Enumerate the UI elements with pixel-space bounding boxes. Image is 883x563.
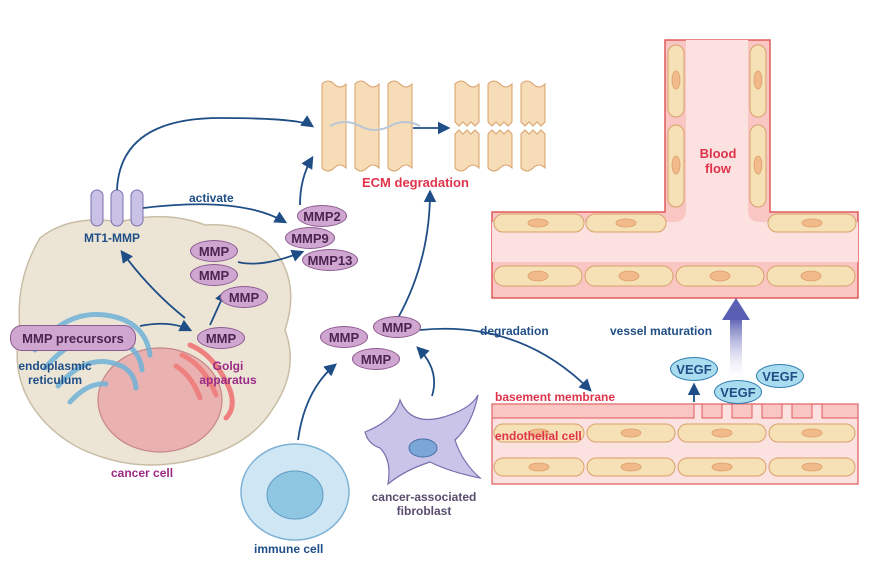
arrow-to-mt1 (120, 249, 186, 319)
mmp9-pill: MMP9 (285, 227, 335, 249)
endothelium-lower (491, 403, 859, 485)
golgi-apparatus-label: Golgi apparatus (188, 359, 268, 388)
arrow-caf-to-mmp (416, 346, 436, 397)
golgi-mmp-pill-d: MMP (197, 327, 245, 349)
cancer-cell-label: cancer cell (111, 466, 174, 480)
blood-flow-label: Blood flow (690, 146, 746, 177)
activate-label: activate (189, 191, 234, 205)
ecm-intact (321, 80, 413, 172)
arrow-mmp-to-ecm-deg (397, 189, 437, 319)
mt1-mmp-label: MT1-MMP (84, 231, 140, 245)
vegf-b: VEGF (714, 380, 762, 404)
caf-label: cancer-associated fibroblast (362, 490, 486, 519)
er-line2: reticulum (27, 372, 82, 387)
golgi-mmp-pill-b: MMP (190, 264, 238, 286)
secreted-mmp-pill-b: MMP (373, 316, 421, 338)
blood-vessel (491, 39, 859, 299)
degradation-label: degradation (480, 324, 549, 338)
arrow-mmp-to-ecm (299, 155, 314, 206)
endoplasmic-reticulum-label: endoplasmic reticulum (10, 359, 100, 388)
fibroblast (364, 394, 483, 486)
ecm-degraded (454, 80, 546, 172)
ecm-crosslink (329, 121, 421, 131)
golgi-line2: apparatus (199, 372, 257, 387)
ecm-degradation-label: ECM degradation (362, 175, 469, 190)
caf-line2: fibroblast (396, 503, 452, 518)
vegf-c: VEGF (756, 364, 804, 388)
immune-cell-label: immune cell (254, 542, 324, 556)
golgi-line1: Golgi (212, 359, 244, 373)
golgi-mmp-pill-a: MMP (190, 240, 238, 262)
arrow-mt1-to-ecm (116, 115, 315, 191)
vessel-maturation-arrow (722, 298, 750, 378)
basement-membrane-label: basement membrane (495, 390, 616, 404)
immune-cell (240, 443, 350, 541)
secreted-mmp-pill-a: MMP (320, 326, 368, 348)
endothelial-cell-label: endothelial cell (495, 429, 582, 443)
mmp13-pill: MMP13 (302, 249, 358, 271)
arrow-precursor-to-golgi (139, 319, 193, 332)
mt1-mmp-protein (90, 189, 144, 227)
arrow-immune-to-mmp (297, 363, 337, 441)
mmp2-pill: MMP2 (297, 205, 347, 227)
vegf-a: VEGF (670, 357, 718, 381)
blood-flow-line2: flow (705, 160, 731, 176)
mmp-precursors-pill: MMP precursors (10, 325, 136, 351)
vessel-maturation-label: vessel maturation (610, 324, 713, 338)
golgi-mmp-pill-c: MMP (220, 286, 268, 308)
blood-flow-line1: Blood (699, 146, 737, 161)
arrow-activate (142, 203, 288, 224)
er-line1: endoplasmic (18, 359, 92, 373)
caf-line1: cancer-associated (371, 490, 477, 504)
secreted-mmp-pill-c: MMP (352, 348, 400, 370)
arrow-mmp-to-mmp9 (237, 249, 305, 265)
arrow-degradation (419, 327, 592, 392)
arrows (116, 115, 701, 441)
